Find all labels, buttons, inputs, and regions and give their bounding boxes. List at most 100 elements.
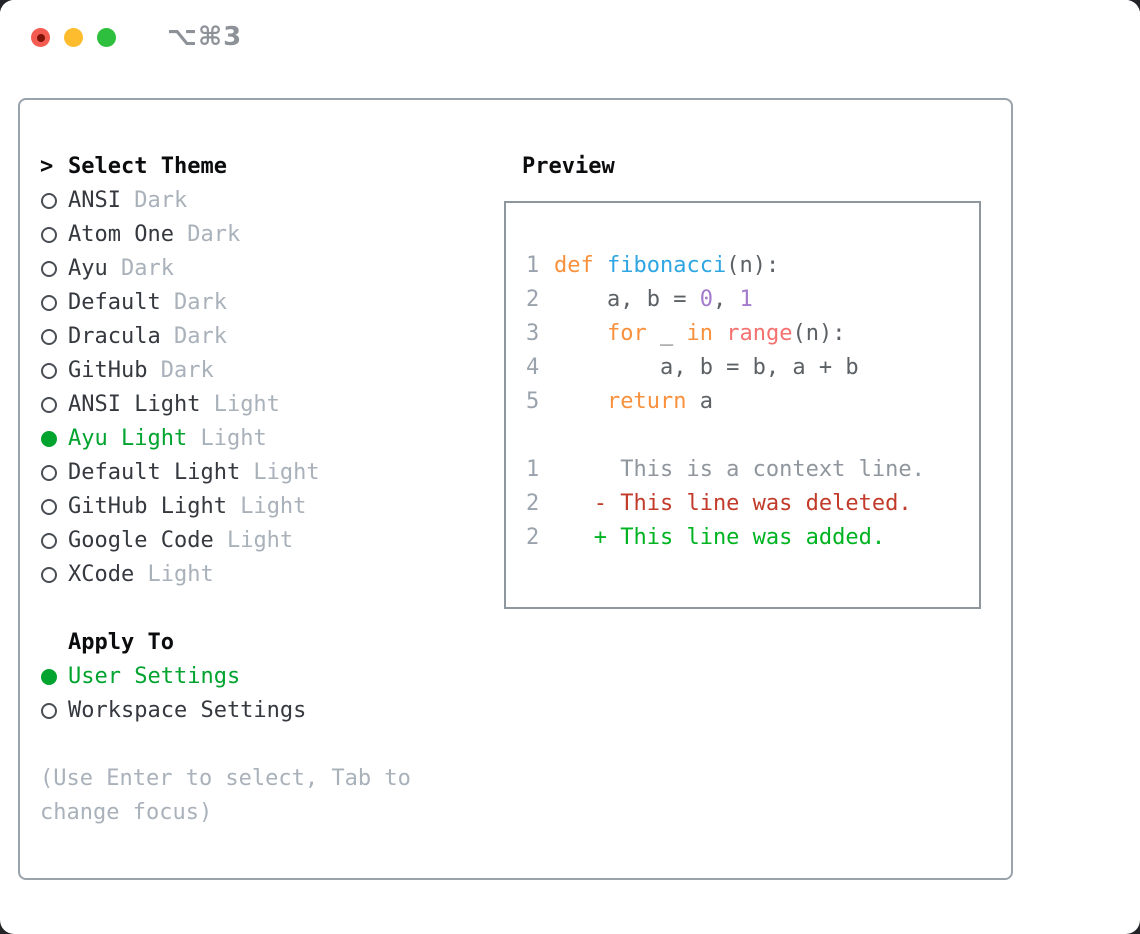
option-label: Default xyxy=(68,290,161,315)
diff-context-text: This is a context line. xyxy=(554,457,925,482)
theme-option-default-light[interactable]: Default Light Light xyxy=(40,456,464,490)
radio-icon xyxy=(41,567,57,583)
theme-option-ansi[interactable]: ANSI Dark xyxy=(40,184,464,218)
radio-icon xyxy=(41,533,57,549)
apply-option-workspace-settings[interactable]: Workspace Settings xyxy=(40,694,464,728)
select-theme-title: Select Theme xyxy=(68,154,227,179)
option-variant: Dark xyxy=(107,256,174,281)
radio-selected-icon xyxy=(41,431,57,447)
blank-line xyxy=(526,419,979,453)
option-variant: Dark xyxy=(160,290,227,315)
token-function: fibonacci xyxy=(607,253,727,278)
option-label: Atom One xyxy=(68,222,174,247)
theme-option-dracula[interactable]: Dracula Dark xyxy=(40,320,464,354)
radio-icon xyxy=(41,363,57,379)
option-label: GitHub Light xyxy=(68,494,227,519)
code-line: 2 + This line was added. xyxy=(526,521,979,555)
code-line: 1 def fibonacci(n): xyxy=(526,249,979,283)
line-number: 3 xyxy=(526,321,540,346)
radio-icon xyxy=(41,227,57,243)
radio-icon xyxy=(41,295,57,311)
diff-deleted-text: - This line was deleted. xyxy=(554,491,912,516)
token-fg xyxy=(713,317,726,351)
traffic-lights xyxy=(31,28,116,47)
line-number: 1 xyxy=(526,253,540,278)
radio-icon xyxy=(41,499,57,515)
token-fg xyxy=(554,317,607,351)
focus-pointer-icon: > xyxy=(40,154,54,179)
option-label: Default Light xyxy=(68,460,241,485)
token-number: 0 xyxy=(699,287,713,312)
theme-option-ayu-light[interactable]: Ayu Light Light xyxy=(40,422,464,456)
theme-option-google-code[interactable]: Google Code Light xyxy=(40,524,464,558)
minimize-button-icon[interactable] xyxy=(64,28,83,47)
keyboard-hint: (Use Enter to select, Tab to change focu… xyxy=(40,766,411,825)
apply-to-header: Apply To xyxy=(40,626,464,660)
theme-option-github-light[interactable]: GitHub Light Light xyxy=(40,490,464,524)
theme-option-github[interactable]: GitHub Dark xyxy=(40,354,464,388)
code-line: 2 - This line was deleted. xyxy=(526,487,979,521)
preview-title: Preview xyxy=(522,154,615,179)
option-label: Workspace Settings xyxy=(68,698,307,723)
line-number: 2 xyxy=(526,525,540,550)
option-variant: Dark xyxy=(147,358,214,383)
apply-to-title: Apply To xyxy=(68,630,174,655)
line-number: 2 xyxy=(526,491,540,516)
line-number: 1 xyxy=(526,457,540,482)
token-fg: a xyxy=(686,389,713,414)
theme-option-ayu[interactable]: Ayu Dark xyxy=(40,252,464,286)
radio-icon xyxy=(41,703,57,719)
option-label: ANSI Light xyxy=(68,392,201,417)
window-title: ⌥⌘3 xyxy=(167,22,243,52)
option-label: XCode xyxy=(68,562,135,587)
radio-icon xyxy=(41,193,57,209)
token-fg xyxy=(554,385,607,419)
code-line: 1 This is a context line. xyxy=(526,453,979,487)
line-number: 5 xyxy=(526,389,540,414)
option-label: GitHub xyxy=(68,358,148,383)
option-variant: Light xyxy=(240,460,320,485)
token-call: range xyxy=(726,321,793,346)
option-variant: Dark xyxy=(160,324,227,349)
code-line: 2 a, b = 0, 1 xyxy=(526,283,979,317)
token-fg: , xyxy=(712,287,740,312)
theme-option-atom-one[interactable]: Atom One Dark xyxy=(40,218,464,252)
radio-icon xyxy=(41,329,57,345)
option-variant: Light xyxy=(226,494,307,519)
radio-selected-icon xyxy=(41,669,57,685)
radio-icon xyxy=(41,465,57,481)
token-keyword: for xyxy=(606,321,647,346)
token-fg: (n): xyxy=(792,321,846,346)
token-fg: a, b = xyxy=(554,287,700,312)
option-label: Google Code xyxy=(68,528,214,553)
close-button-icon[interactable] xyxy=(31,28,50,47)
token-fg xyxy=(594,249,607,283)
theme-option-ansi-light[interactable]: ANSI Light Light xyxy=(40,388,464,422)
token-keyword: def xyxy=(554,253,594,278)
zoom-button-icon[interactable] xyxy=(97,28,116,47)
option-variant: Dark xyxy=(120,188,188,213)
option-label: ANSI xyxy=(68,188,121,213)
option-variant: Light xyxy=(134,562,214,587)
option-label: Ayu Light xyxy=(68,426,188,451)
option-label: User Settings xyxy=(68,664,241,689)
theme-option-xcode[interactable]: XCode Light xyxy=(40,558,464,592)
code-line: 5 return a xyxy=(526,385,979,419)
token-fg: (n): xyxy=(726,253,780,278)
theme-option-default[interactable]: Default Dark xyxy=(40,286,464,320)
option-variant: Light xyxy=(187,426,267,451)
apply-option-user-settings[interactable]: User Settings xyxy=(40,660,464,694)
token-fg: _ xyxy=(646,321,687,346)
option-variant: Dark xyxy=(173,222,241,247)
token-keyword: return xyxy=(606,389,687,414)
option-label: Dracula xyxy=(68,324,161,349)
select-theme-header: > Select Theme xyxy=(40,150,464,184)
radio-icon xyxy=(41,397,57,413)
spacer xyxy=(40,728,464,762)
